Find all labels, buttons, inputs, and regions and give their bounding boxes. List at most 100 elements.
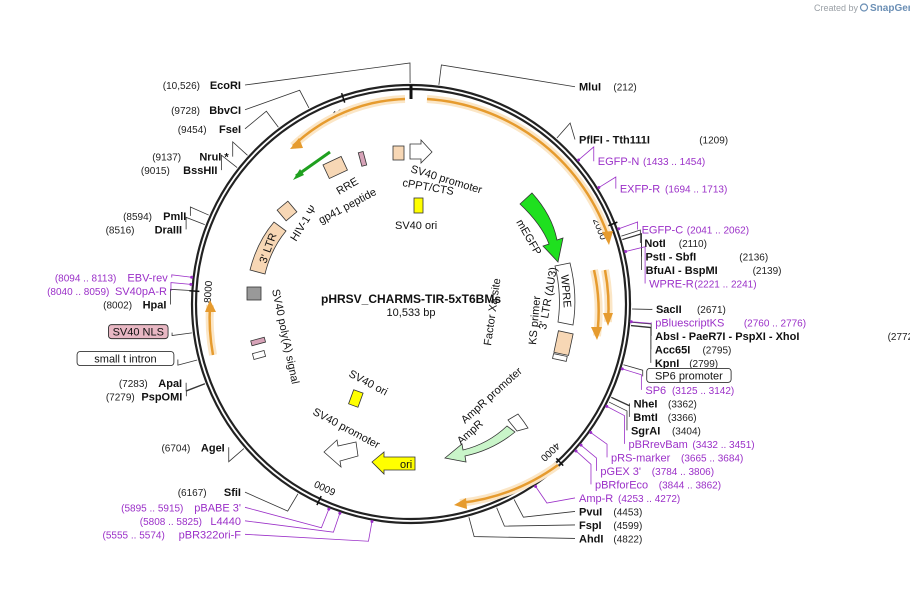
primer-leader-line	[575, 450, 592, 485]
enzyme-absi[interactable]: AbsI - PaeR7I - PspXI - XhoI	[655, 331, 799, 343]
ampr-promoter-feature[interactable]	[507, 413, 529, 432]
enzyme-pos-ecori: (10,526)	[163, 81, 200, 92]
tick-label: 8000	[203, 280, 215, 303]
enzyme-pspomi[interactable]: PspOMI	[141, 391, 182, 403]
enzyme-leader-line	[631, 321, 652, 336]
gp41-feature[interactable]	[357, 150, 368, 167]
enzyme-sacii[interactable]: SacII	[656, 304, 682, 316]
enzyme-leader-line	[513, 499, 576, 518]
enzyme-sgrai[interactable]: SgrAI	[631, 425, 660, 437]
rre-feature[interactable]	[322, 155, 348, 180]
map-length: 10,533 bp	[387, 307, 436, 319]
primer-l4440[interactable]: L4440	[210, 516, 241, 528]
enzyme-pflfi[interactable]: PflFI - Tth111I	[579, 135, 650, 147]
enzyme-nrui[interactable]: NruI *	[199, 152, 229, 164]
enzyme-ahdi[interactable]: AhdI	[579, 533, 603, 545]
enzyme-leader-line	[556, 122, 576, 140]
primer-exfpr[interactable]: EXFP-R	[620, 184, 660, 196]
primer-ampr[interactable]: Amp-R	[579, 493, 613, 505]
feature-box-sv40nls[interactable]	[108, 324, 169, 340]
enzyme-leader-line	[630, 324, 652, 350]
primer-wprer[interactable]: WPRE-R	[649, 278, 694, 290]
primer-pgex3[interactable]: pGEX 3'	[600, 466, 641, 478]
tick-mark	[555, 457, 564, 467]
hiv1-psi-feature[interactable]	[276, 200, 298, 222]
primer-pbabe3[interactable]: pBABE 3'	[194, 502, 241, 514]
enzyme-leader-line	[244, 62, 411, 86]
enzyme-pos-psti: (2136)	[739, 252, 768, 263]
primer-pos-prsmarker: (3665 .. 3684)	[681, 453, 743, 464]
primer-pbrforeco[interactable]: pBRforEco	[595, 479, 648, 491]
orf-arrowhead	[602, 231, 613, 245]
enzyme-fspi[interactable]: FspI	[579, 520, 602, 532]
enzyme-kpni[interactable]: KpnI	[655, 358, 679, 370]
sv40-ori-1-feature[interactable]	[413, 197, 424, 214]
primer-pos-pgex3: (3784 .. 3806)	[652, 467, 714, 478]
wpre-feature[interactable]	[554, 262, 576, 326]
enzyme-noti[interactable]: NotI	[644, 238, 665, 250]
primer-ebvrev[interactable]: EBV-rev	[127, 273, 168, 285]
enzyme-pos-nrui: (9137)	[152, 153, 181, 164]
sv40-ori-2-feature[interactable]	[348, 389, 364, 408]
enzyme-pos-agei: (6704)	[161, 443, 190, 454]
enzyme-pos-hpai: (8002)	[103, 301, 132, 312]
enzyme-bsshii[interactable]: BssHII	[183, 165, 217, 177]
primer-egfpc[interactable]: EGFP-C	[642, 224, 684, 236]
enzyme-pmli[interactable]: PmlI	[163, 211, 186, 223]
enzyme-ecori[interactable]: EcoRI	[210, 80, 241, 92]
primer-leader-line	[580, 444, 597, 471]
enzyme-mlui[interactable]: MluI	[579, 82, 601, 94]
enzyme-fsei[interactable]: FseI	[219, 124, 241, 136]
enzyme-pos-bsshii: (9015)	[141, 166, 170, 177]
primer-pbluescriptks[interactable]: pBluescriptKS	[655, 317, 724, 329]
credit-brand: SnapGene	[870, 3, 910, 14]
enzyme-pos-sgrai: (3404)	[672, 426, 701, 437]
feature-box-label-sp6promoter: SP6 promoter	[655, 370, 723, 382]
enzyme-leader-line	[220, 154, 238, 171]
ampr-feature[interactable]	[444, 425, 516, 463]
enzyme-pos-nhei: (3362)	[668, 399, 697, 410]
enzyme-draiii[interactable]: DraIII	[155, 224, 183, 236]
orf-arrowhead	[603, 313, 613, 326]
enzyme-pos-acc65i: (2795)	[702, 345, 731, 356]
enzyme-agei[interactable]: AgeI	[201, 442, 225, 454]
primer-sp6[interactable]: SP6	[645, 385, 666, 397]
primer-pos-egfpn: (1433 .. 1454)	[643, 157, 705, 168]
enzyme-pvui[interactable]: PvuI	[579, 506, 602, 518]
sv40-promoter-1-feature[interactable]	[409, 138, 433, 164]
primer-leader-line	[244, 513, 341, 533]
primer-egfpn[interactable]: EGFP-N	[598, 156, 640, 168]
ltr3-feature[interactable]	[553, 330, 574, 356]
wpre-label: WPRE	[558, 274, 573, 308]
ori-feature[interactable]	[371, 451, 416, 475]
feature-box-label-smalltintron: small t intron	[94, 354, 156, 366]
primer-prsmarker[interactable]: pRS-marker	[611, 452, 671, 464]
enzyme-bmti[interactable]: BmtI	[633, 412, 657, 424]
primer-leader-line	[170, 282, 191, 292]
primer-pbrrevbam[interactable]: pBRrevBam	[629, 439, 688, 451]
enzyme-leader-line	[177, 359, 198, 366]
enzyme-psti[interactable]: PstI - SbfI	[645, 251, 696, 263]
enzyme-pos-pvui: (4453)	[613, 507, 642, 518]
enzyme-hpai[interactable]: HpaI	[143, 300, 167, 312]
enzyme-acc65i[interactable]: Acc65I	[655, 344, 690, 356]
enzyme-sfii[interactable]: SfiI	[224, 487, 241, 499]
factor-xa-label: Factor Xa site	[482, 278, 503, 347]
snapgene-logo-icon	[859, 3, 869, 12]
ltr3-left-feature[interactable]	[249, 221, 287, 275]
enzyme-bbvci[interactable]: BbvCI	[209, 105, 241, 117]
cppt-feature[interactable]	[392, 145, 405, 161]
enzyme-leader-line	[244, 89, 310, 111]
feature-box-sp6promoter[interactable]	[646, 367, 732, 383]
primer-pbr322orif[interactable]: pBR322ori-F	[179, 529, 242, 541]
enzyme-bfuai[interactable]: BfuAI - BspMI	[646, 265, 718, 277]
sv40-promoter-2-feature[interactable]	[323, 439, 359, 469]
enzyme-apai[interactable]: ApaI	[158, 378, 182, 390]
enzyme-pos-ahdi: (4822)	[613, 534, 642, 545]
feature-box-smalltintron[interactable]	[76, 351, 175, 366]
primer-sv40para[interactable]: SV40pA-R	[115, 286, 167, 298]
sv40-polya-feature[interactable]	[246, 286, 262, 301]
enzyme-pos-noti: (2110)	[679, 239, 707, 250]
mEGFP-feature[interactable]	[519, 192, 564, 263]
enzyme-nhei[interactable]: NheI	[634, 398, 658, 410]
